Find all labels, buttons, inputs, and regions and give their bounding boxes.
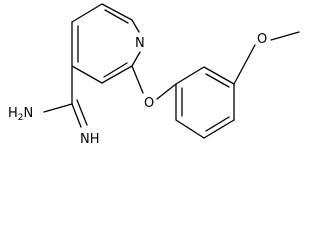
pyridine-ring (71, 3, 141, 84)
methoxy-group (233, 31, 300, 85)
bond-c3-c4 (71, 65, 103, 84)
bond-o-c1prime (156, 83, 177, 100)
amine-subscript: 2 (18, 113, 24, 123)
bond-ph-5 (175, 119, 205, 139)
bond-c2-c3-inner (103, 62, 128, 78)
atom-label-nh-imine: NH (80, 132, 100, 147)
bond-c6-c5-inner (104, 9, 129, 24)
atom-label-nh2-amine: H2N (8, 106, 33, 123)
bond-c-nh-2 (76, 99, 88, 126)
bond-ph-4-inner (205, 116, 230, 132)
structure-svg: N O O NH H2N (8, 3, 300, 147)
bond-c5-c6 (71, 3, 103, 23)
bond-c-nh-1 (71, 103, 82, 128)
bond-ph-4 (203, 119, 235, 139)
molecule-diagram: N O O NH H2N (8, 3, 300, 147)
phenyl-ring (175, 66, 235, 139)
bond-c2-c3 (101, 65, 133, 84)
bond-c6-c5 (101, 3, 133, 21)
bond-ph-2-inner (205, 73, 230, 88)
bond-ph-o-methoxy (233, 44, 256, 85)
ether-linkage (131, 65, 177, 100)
bond-ph-2 (203, 66, 235, 85)
atom-label-o-methoxy: O (257, 32, 267, 47)
amine-n: N (24, 106, 34, 121)
amine-h: H (8, 106, 18, 121)
bond-o-methyl (270, 31, 300, 41)
amidine-group (43, 65, 88, 128)
bond-c2-o (131, 65, 144, 94)
bond-c6-n1 (131, 19, 140, 33)
atom-label-o-ether: O (144, 96, 154, 111)
bond-c-nh2 (43, 103, 73, 113)
bond-n1-c2 (131, 51, 141, 67)
atom-label-n-pyridine: N (135, 36, 145, 51)
bond-ph-1 (175, 66, 205, 85)
